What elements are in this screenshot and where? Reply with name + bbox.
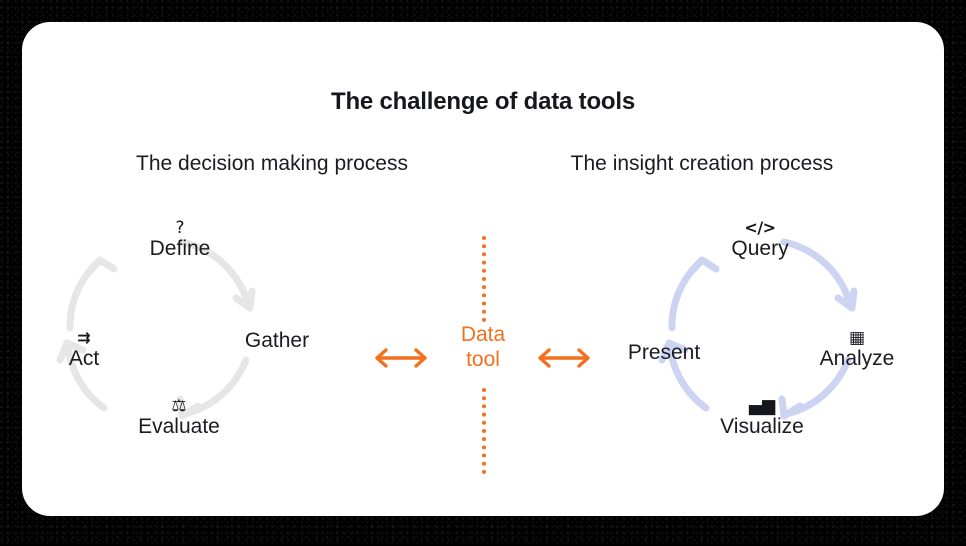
- bar-chart-icon: ▄▆: [748, 396, 776, 416]
- node-gather[interactable]: Gather: [202, 329, 352, 352]
- question-mark-icon: ?: [175, 218, 185, 238]
- decision-making-cycle: ? Define Gather ⚖ Evaluate ⇉ Act: [32, 200, 332, 460]
- left-process-label: The decision making process: [136, 152, 408, 175]
- node-analyze[interactable]: ▦ Analyze: [782, 328, 932, 370]
- double-arrow-left-icon: [375, 348, 427, 368]
- center-data-tool-group: Data tool: [375, 222, 590, 474]
- code-icon: </>: [744, 218, 776, 237]
- node-act[interactable]: ⇉ Act: [22, 328, 159, 370]
- arrow-define-to-gather: [178, 238, 252, 308]
- node-evaluate-label: Evaluate: [138, 415, 220, 438]
- arrow-visualize-to-present: [666, 342, 710, 412]
- double-arrow-right-icon: [538, 348, 590, 368]
- right-cycle-arrows: [658, 238, 858, 420]
- node-present-label: Present: [627, 341, 701, 364]
- data-tool-label: Data tool: [433, 322, 533, 372]
- data-tool-line1: Data: [460, 323, 506, 346]
- arrow-evaluate-to-act: [64, 342, 108, 412]
- node-act-label: Act: [68, 347, 100, 370]
- dotted-divider-top: [482, 236, 486, 322]
- right-process-label: The insight creation process: [570, 152, 834, 175]
- node-define[interactable]: ? Define: [105, 218, 255, 260]
- node-gather-label: Gather: [244, 329, 310, 352]
- left-cycle-arrows: [56, 238, 256, 420]
- node-query[interactable]: </> Query: [685, 218, 835, 260]
- calculator-icon: ▦: [848, 328, 866, 348]
- node-present[interactable]: Present: [589, 341, 739, 364]
- arrow-query-to-analyze: [780, 238, 854, 308]
- page-title: The challenge of data tools: [331, 88, 635, 115]
- node-analyze-label: Analyze: [819, 347, 895, 370]
- node-evaluate[interactable]: ⚖ Evaluate: [104, 396, 254, 438]
- diagram-card: The challenge of data tools The decision…: [22, 22, 944, 516]
- insight-creation-cycle: </> Query ▦ Analyze ▄▆ Visualize Present: [628, 200, 934, 460]
- data-tool-line2: tool: [466, 348, 500, 372]
- node-visualize[interactable]: ▄▆ Visualize: [687, 396, 837, 438]
- dotted-divider-bottom: [482, 388, 486, 474]
- arrow-forward-icon: ⇉: [77, 328, 91, 347]
- node-define-label: Define: [149, 237, 211, 260]
- node-query-label: Query: [731, 237, 789, 260]
- node-visualize-label: Visualize: [720, 415, 804, 438]
- balance-scale-icon: ⚖: [171, 396, 187, 416]
